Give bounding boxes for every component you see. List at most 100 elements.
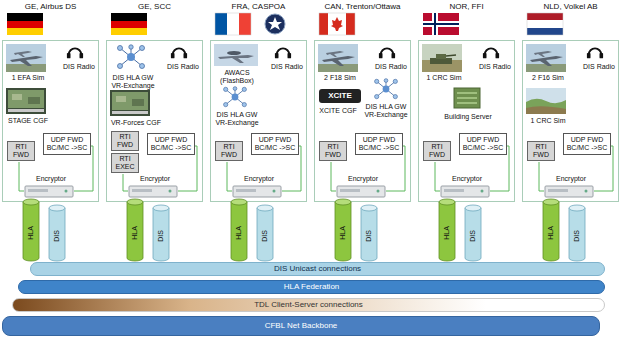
caption: Encryptor bbox=[543, 175, 599, 183]
flag bbox=[111, 13, 147, 35]
caption: DIS Radio bbox=[579, 63, 619, 71]
udp-forwarder-box: UDP FWD BC/MC ->SC bbox=[355, 133, 403, 155]
caption: Encryptor bbox=[335, 175, 391, 183]
caption: DIS HLA GW VR-Exchange bbox=[211, 111, 263, 127]
caption: 2 F18 Sim bbox=[317, 74, 363, 82]
rti-box: RTI FWD bbox=[111, 131, 139, 151]
box-text: UDP FWD BC/MC ->SC bbox=[150, 136, 192, 152]
box-text: RTI FWD bbox=[10, 143, 32, 159]
udp-forwarder-box: UDP FWD BC/MC ->SC bbox=[251, 133, 299, 155]
caption: 1 CRC Sim bbox=[525, 117, 571, 125]
site-name: NOR, FFI bbox=[415, 2, 518, 12]
box-text: RTI FWD bbox=[114, 133, 136, 149]
dis-cylinder: DIS bbox=[256, 204, 274, 262]
cylinder-label: HLA bbox=[27, 226, 35, 240]
dis-cylinder: DIS bbox=[152, 204, 170, 262]
hla-cylinder: HLA bbox=[22, 198, 40, 262]
cylinder-label: DIS bbox=[261, 230, 269, 242]
rti-box: RTI EXEC bbox=[111, 153, 139, 173]
rti-box: RTI FWD bbox=[319, 141, 347, 161]
band-label: DIS Unicast connections bbox=[274, 264, 361, 274]
network-band: HLA Federation bbox=[18, 280, 605, 294]
caption: VR-Forces CGF bbox=[107, 119, 165, 127]
dis-cylinder: DIS bbox=[48, 204, 66, 262]
rti-box: RTI FWD bbox=[527, 141, 555, 161]
caption: DIS Radio bbox=[475, 63, 515, 71]
cylinder-label: DIS bbox=[573, 230, 581, 242]
site-panel: NOR, FFIRTI FWDUDP FWD BC/MC ->SC1 CRC S… bbox=[418, 40, 515, 202]
box-text: UDP FWD BC/MC ->SC bbox=[566, 136, 608, 152]
network-band: TDL Client-Server connections bbox=[12, 298, 605, 312]
caption: 2 F16 Sim bbox=[525, 74, 571, 82]
hla-cylinder: HLA bbox=[542, 198, 560, 262]
caption: AWACS (FlashBox) bbox=[211, 69, 263, 85]
box-text: UDP FWD BC/MC ->SC bbox=[462, 136, 504, 152]
caption: DIS Radio bbox=[371, 63, 411, 71]
dis-cylinder: DIS bbox=[568, 204, 586, 262]
site-name: GE, SCC bbox=[103, 2, 206, 12]
caption: Encryptor bbox=[127, 175, 183, 183]
box-text: UDP FWD BC/MC ->SC bbox=[358, 136, 400, 152]
site-panel: GE, SCCRTI FWDRTI EXECUDP FWD BC/MC ->SC… bbox=[106, 40, 203, 202]
box-text: RTI FWD bbox=[322, 143, 344, 159]
box-text: RTI EXEC bbox=[114, 155, 136, 171]
hla-cylinder: HLA bbox=[230, 198, 248, 262]
band-label: CFBL Net Backbone bbox=[265, 321, 338, 331]
box-text: UDP FWD BC/MC ->SC bbox=[254, 136, 296, 152]
network-band: CFBL Net Backbone bbox=[2, 316, 600, 336]
caption: DIS Radio bbox=[267, 63, 307, 71]
flag bbox=[319, 13, 355, 35]
caption: XCITE CGF bbox=[315, 107, 361, 115]
flag bbox=[527, 13, 563, 35]
site-name: FRA, CASPOA bbox=[207, 2, 310, 12]
caption: Encryptor bbox=[231, 175, 287, 183]
hla-cylinder: HLA bbox=[438, 198, 456, 262]
rti-box: RTI FWD bbox=[7, 141, 35, 161]
site-panel: GE, Airbus DSRTI FWDUDP FWD BC/MC ->SC1 … bbox=[2, 40, 99, 202]
flag bbox=[423, 13, 459, 35]
cylinder-label: DIS bbox=[53, 230, 61, 242]
cylinder-label: HLA bbox=[443, 226, 451, 240]
caption: 1 EFA Sim bbox=[5, 74, 51, 82]
udp-forwarder-box: UDP FWD BC/MC ->SC bbox=[43, 133, 91, 155]
caption: DIS Radio bbox=[59, 63, 99, 71]
udp-forwarder-box: UDP FWD BC/MC ->SC bbox=[563, 133, 611, 155]
caption: STAGE CGF bbox=[5, 117, 51, 125]
flag bbox=[7, 13, 43, 35]
dis-cylinder: DIS bbox=[464, 204, 482, 262]
cylinder-label: DIS bbox=[469, 230, 477, 242]
site-panel: CAN, Trenton/OttawaRTI FWDUDP FWD BC/MC … bbox=[314, 40, 411, 202]
flag bbox=[215, 13, 285, 35]
caption: Encryptor bbox=[439, 175, 495, 183]
udp-forwarder-box: UDP FWD BC/MC ->SC bbox=[459, 133, 507, 155]
network-band: DIS Unicast connections bbox=[30, 262, 605, 276]
hla-cylinder: HLA bbox=[126, 198, 144, 262]
logo-text: XCITE bbox=[319, 89, 361, 103]
cylinder-label: DIS bbox=[157, 230, 165, 242]
box-text: RTI FWD bbox=[218, 143, 240, 159]
site-name: CAN, Trenton/Ottawa bbox=[311, 2, 414, 12]
caption: Building Server bbox=[437, 113, 499, 121]
hla-cylinder: HLA bbox=[334, 198, 352, 262]
rti-box: RTI FWD bbox=[423, 141, 451, 161]
cylinder-label: HLA bbox=[339, 226, 347, 240]
site-panel: FRA, CASPOARTI FWDUDP FWD BC/MC ->SCAWAC… bbox=[210, 40, 307, 202]
band-label: TDL Client-Server connections bbox=[254, 300, 363, 310]
caption: DIS Radio bbox=[163, 63, 203, 71]
cylinder-label: HLA bbox=[131, 226, 139, 240]
box-text: UDP FWD BC/MC ->SC bbox=[46, 136, 88, 152]
site-panel: NLD, Volkel ABRTI FWDUDP FWD BC/MC ->SC2… bbox=[522, 40, 619, 202]
udp-forwarder-box: UDP FWD BC/MC ->SC bbox=[147, 133, 195, 155]
cylinder-label: DIS bbox=[365, 230, 373, 242]
caption: DIS HLA GW VR-Exchange bbox=[107, 74, 159, 90]
caption: DIS HLA GW VR-Exchange bbox=[361, 103, 411, 119]
site-name: GE, Airbus DS bbox=[0, 2, 102, 12]
site-name: NLD, Volkel AB bbox=[519, 2, 621, 12]
dis-cylinder: DIS bbox=[360, 204, 378, 262]
caption: Encryptor bbox=[23, 175, 79, 183]
cylinder-label: HLA bbox=[547, 226, 555, 240]
caption: 1 CRC Sim bbox=[421, 74, 467, 82]
band-label: HLA Federation bbox=[284, 282, 340, 292]
box-text: RTI FWD bbox=[426, 143, 448, 159]
cylinder-label: HLA bbox=[235, 226, 243, 240]
